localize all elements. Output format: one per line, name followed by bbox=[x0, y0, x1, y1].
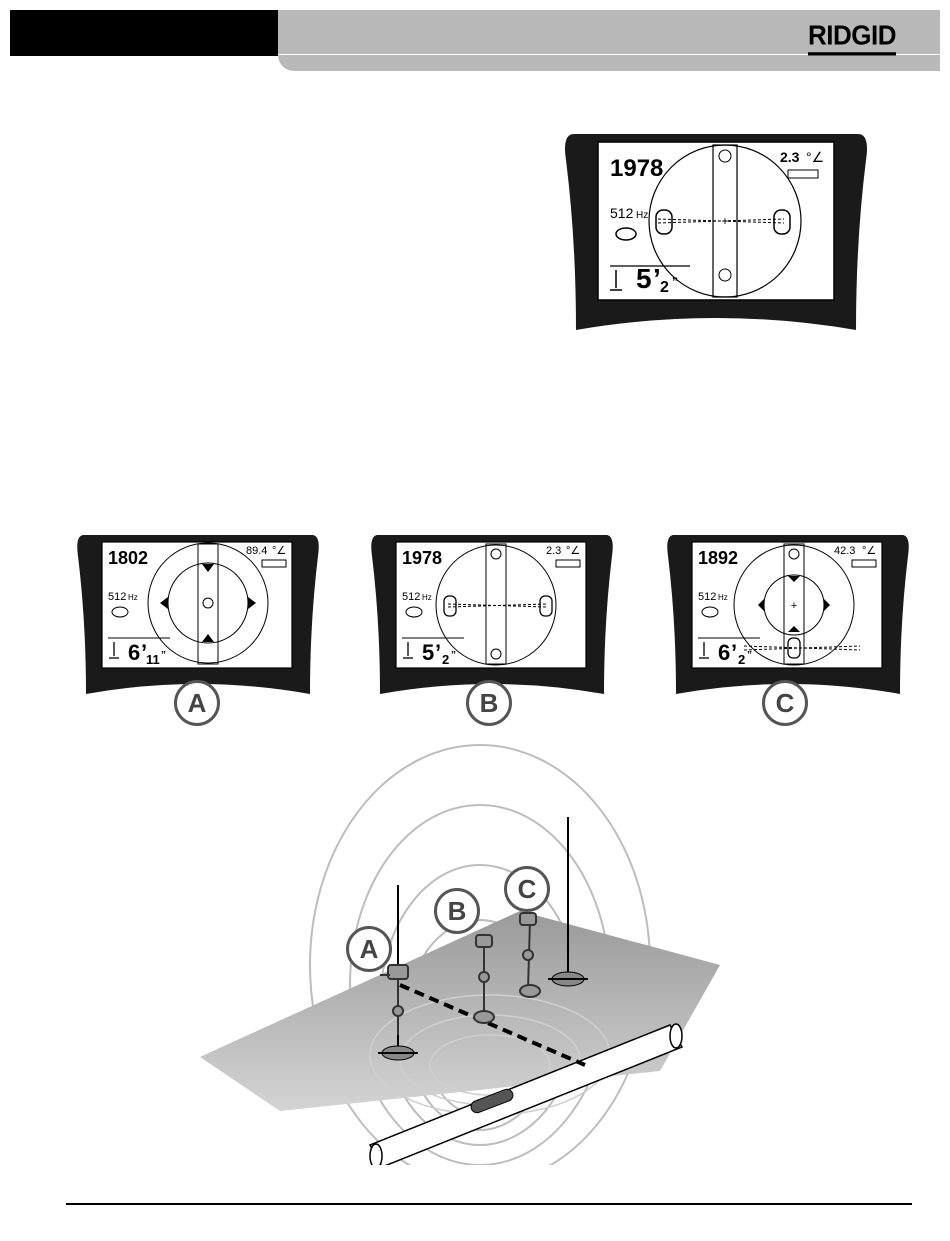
svg-text:+: + bbox=[721, 214, 728, 228]
svg-text:”: ” bbox=[161, 650, 166, 661]
display-b-frequency: 512 bbox=[402, 591, 420, 603]
locating-diagram bbox=[190, 735, 730, 1170]
display-a: 1802 89.4 °∠ 512 Hz 6 ’ 11 ” bbox=[74, 532, 322, 700]
display-c-depth-ft: 6 bbox=[718, 640, 730, 665]
main-frequency: 512 bbox=[610, 205, 634, 221]
header-black-block bbox=[10, 10, 278, 56]
display-c: + 1892 42.3 °∠ 512 Hz 6 ’ 2 ” bbox=[664, 532, 912, 700]
display-a-depth-ft: 6 bbox=[128, 640, 140, 665]
diagram-label-a: A bbox=[346, 926, 392, 972]
display-b-count: 1978 bbox=[402, 548, 442, 568]
diagram-label-c: C bbox=[504, 866, 550, 912]
display-a-depth-in: 11 bbox=[146, 652, 160, 667]
svg-text:Hz: Hz bbox=[422, 593, 432, 602]
display-c-depth-in: 2 bbox=[738, 652, 745, 667]
main-count: 1978 bbox=[610, 155, 663, 182]
display-a-count: 1802 bbox=[108, 548, 148, 568]
display-c-frequency: 512 bbox=[698, 591, 716, 603]
display-b-depth-ft: 5 bbox=[422, 640, 434, 665]
svg-text:’: ’ bbox=[435, 640, 441, 665]
svg-text:”: ” bbox=[672, 275, 678, 289]
svg-text:+: + bbox=[791, 600, 797, 612]
display-a-frequency: 512 bbox=[108, 591, 126, 603]
svg-text:°∠: °∠ bbox=[272, 545, 286, 557]
display-c-label: C bbox=[762, 680, 808, 726]
svg-text:Hz: Hz bbox=[128, 593, 138, 602]
svg-text:Hz: Hz bbox=[718, 593, 728, 602]
display-b: 1978 2.3 °∠ 512 Hz 5 ’ 2 ” bbox=[368, 532, 616, 700]
diagram-label-b: B bbox=[434, 888, 480, 934]
svg-text:°∠: °∠ bbox=[862, 545, 876, 557]
svg-text:°∠: °∠ bbox=[566, 545, 580, 557]
footer-rule bbox=[66, 1203, 912, 1205]
display-a-angle: 89.4 bbox=[246, 545, 267, 557]
display-c-count: 1892 bbox=[698, 548, 738, 568]
display-c-angle: 42.3 bbox=[834, 545, 855, 557]
display-b-label: B bbox=[466, 680, 512, 726]
brand-logo: RIDGID bbox=[808, 19, 896, 52]
main-locator-display: + 1978 2.3 °∠ 512 Hz 5 ’ 2 ” bbox=[560, 130, 872, 338]
display-a-label: A bbox=[174, 680, 220, 726]
main-angle: 2.3 bbox=[780, 149, 800, 165]
svg-text:°∠: °∠ bbox=[806, 149, 824, 165]
main-depth-ft: 5 bbox=[636, 263, 652, 294]
svg-text:Hz: Hz bbox=[636, 210, 648, 221]
svg-text:’: ’ bbox=[731, 640, 737, 665]
svg-text:”: ” bbox=[451, 650, 456, 661]
display-b-angle: 2.3 bbox=[546, 545, 561, 557]
display-b-depth-in: 2 bbox=[442, 652, 449, 667]
main-depth-in: 2 bbox=[660, 279, 669, 296]
header-gray-strip bbox=[278, 54, 940, 71]
svg-text:”: ” bbox=[747, 650, 752, 661]
